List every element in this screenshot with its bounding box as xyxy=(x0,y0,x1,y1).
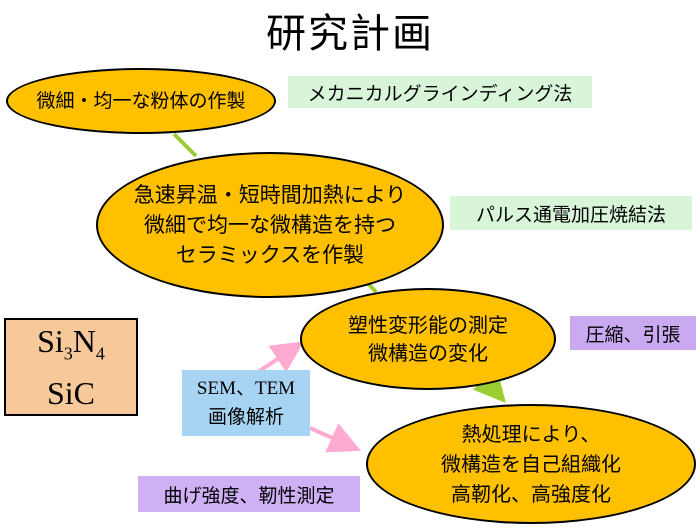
step-text: 微細・均一な粉体の作製 xyxy=(36,90,246,112)
step-heat-treatment: 熱処理により、 微構造を自己組織化 高靭化、高強度化 xyxy=(366,404,696,524)
step-text: 塑性変形能の測定 微構造の変化 xyxy=(348,313,508,365)
material-sic: SiC xyxy=(46,375,96,412)
arrow-analysis-to-step4 xyxy=(309,423,361,453)
method-mechanical-grinding: メカニカルグラインディング法 xyxy=(288,76,592,108)
step-text: 熱処理により、 微構造を自己組織化 高靭化、高強度化 xyxy=(441,422,621,506)
material-si3n4: Si3N4 xyxy=(37,322,105,364)
step-plastic-deformation: 塑性変形能の測定 微構造の変化 xyxy=(300,288,556,390)
step-rapid-heating-sintering: 急速昇温・短時間加熱により 微細で均一な微構造を持つ セラミックスを作製 xyxy=(96,152,444,298)
analysis-image: 画像解析 xyxy=(207,406,284,428)
method-pulse-sintering: パルス通電加圧焼結法 xyxy=(450,196,692,230)
step-text: 急速昇温・短時間加熱により 微細で均一な微構造を持つ セラミックスを作製 xyxy=(133,183,407,267)
page-title: 研究計画 xyxy=(266,11,434,57)
analysis-sem-tem: SEM、TEM xyxy=(196,378,296,399)
connector-step1-step2 xyxy=(172,132,198,158)
method-compression-tension: 圧縮、引張 xyxy=(570,316,696,350)
arrow-analysis-to-step3 xyxy=(256,341,304,374)
material-box: Si3N4 SiC xyxy=(4,318,138,416)
method-strength-toughness: 曲げ強度、靭性測定 xyxy=(138,476,360,512)
step-powder-preparation: 微細・均一な粉体の作製 xyxy=(6,68,276,134)
analysis-box: SEM、TEM 画像解析 xyxy=(182,370,310,436)
